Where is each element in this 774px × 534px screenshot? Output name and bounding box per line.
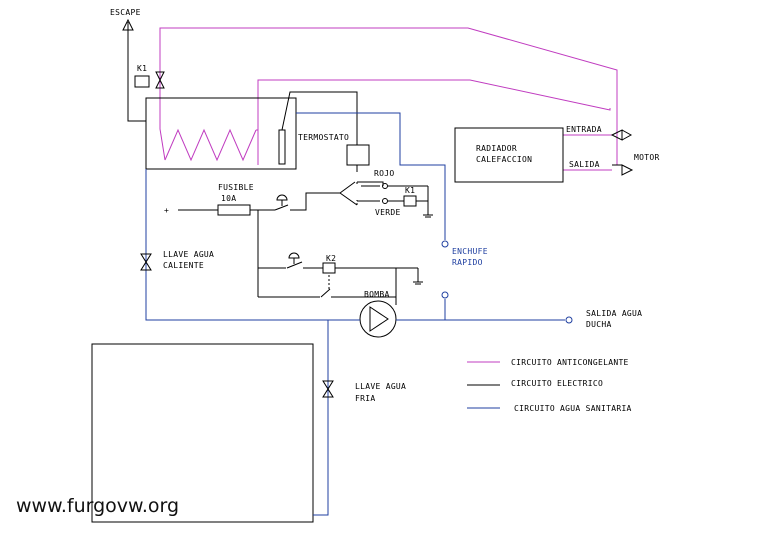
label-llave-fria-2: FRIA	[355, 394, 375, 403]
label-k1-relay: K1	[405, 186, 415, 195]
label-rapido: RAPIDO	[452, 258, 483, 267]
label-termostato: TERMOSTATO	[298, 133, 349, 142]
pushbutton-1	[276, 194, 288, 201]
label-entrada: ENTRADA	[566, 125, 602, 134]
legend: CIRCUITO ANTICONGELANTE CIRCUITO ELECTRI…	[467, 358, 632, 413]
rojo-lamp-icon	[382, 183, 388, 189]
label-llave-caliente-2: CALIENTE	[163, 261, 204, 270]
label-llave-caliente-1: LLAVE AGUA	[163, 250, 214, 259]
label-motor: MOTOR	[634, 153, 660, 162]
label-k1-valve: K1	[137, 64, 147, 73]
thermostat-bulb	[278, 129, 286, 165]
label-fusible-rating: 10A	[221, 194, 236, 203]
verde-lamp-icon	[382, 198, 388, 204]
llave-fria-icon	[322, 380, 334, 390]
entrada-arrow-icon	[610, 129, 623, 141]
label-salida-agua: SALIDA AGUA	[586, 309, 642, 318]
legend-label-0: CIRCUITO ANTICONGELANTE	[511, 358, 629, 367]
label-verde: VERDE	[375, 208, 401, 217]
antifreeze-circuit	[159, 27, 618, 171]
pump-arrow-icon	[369, 306, 389, 332]
salida-arrow-icon	[621, 164, 634, 176]
k2-relay-coil	[322, 262, 336, 274]
electrical-circuit	[91, 18, 634, 523]
k1-valve-icon	[155, 71, 165, 82]
label-bomba: BOMBA	[364, 290, 390, 299]
k1-relay-coil	[403, 195, 417, 207]
label-plus: +	[164, 206, 169, 215]
drain-icon	[441, 291, 449, 299]
pushbutton-2	[288, 252, 300, 259]
k1-valve-coil	[134, 75, 150, 88]
llave-caliente-icon	[140, 253, 152, 263]
bomba-pump	[359, 300, 397, 338]
heater-tank	[145, 97, 297, 170]
legend-label-1: CIRCUITO ELECTRICO	[511, 379, 603, 388]
label-k2: K2	[326, 254, 336, 263]
sanitary-water-circuit	[145, 112, 573, 516]
water-tank	[91, 343, 314, 523]
label-escape: ESCAPE	[110, 8, 141, 17]
watermark: www.furgovw.org	[16, 495, 179, 517]
label-rojo: ROJO	[374, 169, 394, 178]
label-ducha: DUCHA	[586, 320, 612, 329]
label-enchufe: ENCHUFE	[452, 247, 488, 256]
escape-arrow-icon	[122, 18, 134, 31]
enchufe-rapido-icon	[441, 240, 449, 248]
label-fusible: FUSIBLE	[218, 183, 254, 192]
thermostat-box	[346, 144, 370, 166]
label-llave-fria-1: LLAVE AGUA	[355, 382, 406, 391]
salida-ducha-icon	[565, 316, 573, 324]
label-salida: SALIDA	[569, 160, 600, 169]
fusible-10a	[217, 204, 251, 216]
legend-label-2: CIRCUITO AGUA SANITARIA	[514, 404, 632, 413]
radiator-box	[454, 127, 564, 183]
label-radiador: RADIADOR	[476, 144, 517, 153]
label-calefaccion: CALEFACCION	[476, 155, 532, 164]
